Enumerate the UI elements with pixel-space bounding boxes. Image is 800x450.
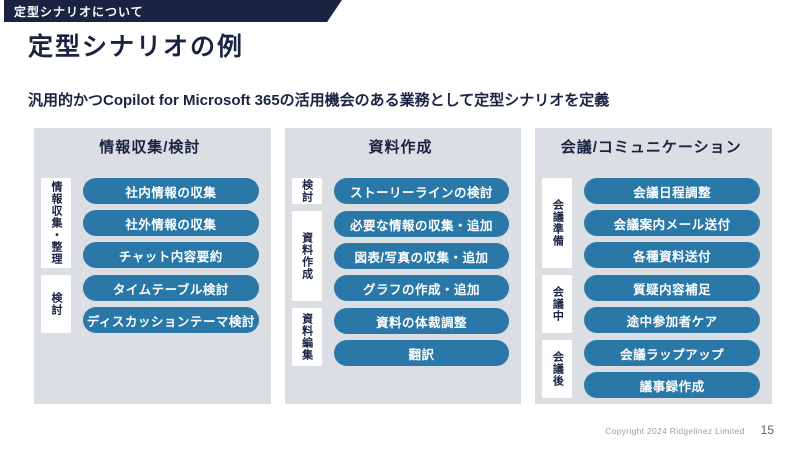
task-group: 会議準備会議日程調整会議案内メール送付各種資料送付 [542, 178, 761, 268]
task-pill: 社内情報の収集 [83, 178, 259, 204]
task-pill: チャット内容要約 [83, 242, 259, 268]
task-pill: ディスカッションテーマ検討 [83, 307, 259, 333]
task-group: 検討ストーリーラインの検討 [291, 178, 510, 204]
task-pill: グラフの作成・追加 [333, 275, 510, 301]
task-pill: 各種資料送付 [584, 242, 761, 268]
header-tag-label: 定型シナリオについて [14, 4, 144, 19]
page-subtitle: 汎用的かつCopilot for Microsoft 365の活用機会のある業務… [28, 92, 610, 109]
task-list: 必要な情報の収集・追加図表/写真の収集・追加グラフの作成・追加 [333, 211, 510, 301]
task-pill: 質疑内容補足 [584, 275, 761, 301]
task-pill: 社外情報の収集 [83, 210, 259, 236]
task-group: 会議中質疑内容補足途中参加者ケア [542, 275, 761, 333]
task-list: 会議日程調整会議案内メール送付各種資料送付 [584, 178, 761, 268]
column-title: 情報収集/検討 [99, 139, 201, 156]
header-tag-bar: 定型シナリオについて [4, 0, 342, 22]
task-pill: 翻訳 [333, 340, 510, 366]
task-pill: 会議案内メール送付 [584, 210, 761, 236]
copyright-text: Copyright 2024 Ridgelinez Limited [605, 426, 745, 436]
task-group: 情報収集・整理社内情報の収集社外情報の収集チャット内容要約 [41, 178, 259, 268]
task-pill: 会議ラップアップ [584, 340, 761, 366]
group-label: 会議中 [542, 275, 573, 333]
task-pill: タイムテーブル検討 [83, 275, 259, 301]
task-list: タイムテーブル検討ディスカッションテーマ検討 [83, 275, 259, 333]
scenario-column-3: 会議/コミュニケーション会議準備会議日程調整会議案内メール送付各種資料送付会議中… [535, 128, 773, 404]
task-group: 資料編集資料の体裁調整翻訳 [291, 308, 510, 366]
footer: Copyright 2024 Ridgelinez Limited 15 [605, 423, 774, 437]
scenario-column-2: 資料作成検討ストーリーラインの検討資料作成必要な情報の収集・追加図表/写真の収集… [284, 128, 522, 404]
group-label: 会議後 [542, 340, 573, 398]
group-label: 検討 [291, 178, 322, 204]
group-label: 会議準備 [542, 178, 573, 268]
page-number: 15 [760, 423, 774, 437]
task-list: ストーリーラインの検討 [333, 178, 510, 204]
task-group: 会議後会議ラップアップ議事録作成 [542, 340, 761, 398]
page-title: 定型シナリオの例 [28, 33, 245, 61]
task-group: 検討タイムテーブル検討ディスカッションテーマ検討 [41, 275, 259, 333]
task-pill: 会議日程調整 [584, 178, 761, 204]
scenario-column-1: 情報収集/検討情報収集・整理社内情報の収集社外情報の収集チャット内容要約検討タイ… [34, 128, 271, 404]
task-pill: 資料の体裁調整 [333, 308, 510, 334]
task-pill: 必要な情報の収集・追加 [333, 211, 510, 237]
task-pill: 途中参加者ケア [584, 307, 761, 333]
group-label: 検討 [41, 275, 71, 333]
task-list: 社内情報の収集社外情報の収集チャット内容要約 [83, 178, 259, 268]
task-pill: 図表/写真の収集・追加 [333, 243, 510, 269]
group-label: 情報収集・整理 [41, 178, 71, 268]
scenario-columns: 情報収集/検討情報収集・整理社内情報の収集社外情報の収集チャット内容要約検討タイ… [34, 128, 773, 404]
task-list: 質疑内容補足途中参加者ケア [584, 275, 761, 333]
task-pill: ストーリーラインの検討 [333, 178, 510, 204]
group-label: 資料作成 [291, 211, 322, 301]
task-group: 資料作成必要な情報の収集・追加図表/写真の収集・追加グラフの作成・追加 [291, 211, 510, 301]
column-title: 資料作成 [368, 139, 433, 156]
task-pill: 議事録作成 [584, 372, 761, 398]
task-list: 資料の体裁調整翻訳 [333, 308, 510, 366]
group-label: 資料編集 [291, 308, 322, 366]
column-title: 会議/コミュニケーション [560, 139, 742, 156]
task-list: 会議ラップアップ議事録作成 [584, 340, 761, 398]
